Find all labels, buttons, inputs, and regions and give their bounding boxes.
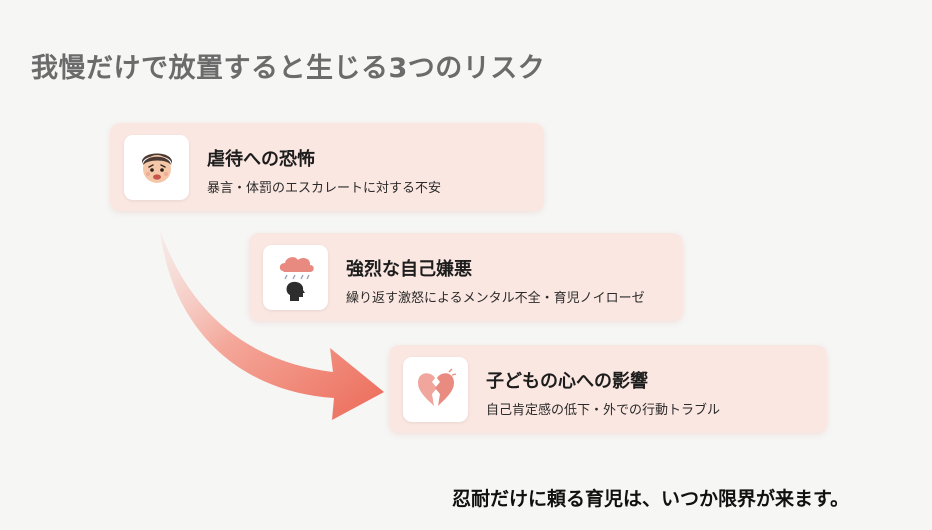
conclusion-text: 忍耐だけに頼る育児は、いつか限界が来ます。	[452, 488, 850, 510]
worried-face-icon	[124, 135, 189, 200]
broken-heart-icon	[403, 357, 468, 422]
risk-description: 自己肯定感の低下・外での行動トラブル	[486, 403, 721, 418]
risk-title: 子どもの心への影響	[486, 371, 648, 392]
slide-title: 我慢だけで放置すると生じる3つのリスク	[31, 53, 546, 84]
risk-title: 強烈な自己嫌悪	[346, 259, 472, 280]
risk-description: 暴言・体罰のエスカレートに対する不安	[207, 181, 442, 196]
storm-cloud-head-icon	[263, 245, 328, 310]
risk-description: 繰り返す激怒によるメンタル不全・育児ノイローゼ	[346, 291, 645, 306]
risk-card-self-hatred: 強烈な自己嫌悪 繰り返す激怒によるメンタル不全・育児ノイローゼ	[249, 233, 683, 321]
risk-card-abuse-fear: 虐待への恐怖 暴言・体罰のエスカレートに対する不安	[110, 123, 544, 211]
risk-card-child-impact: 子どもの心への影響 自己肯定感の低下・外での行動トラブル	[389, 345, 827, 433]
risk-title: 虐待への恐怖	[207, 149, 315, 170]
